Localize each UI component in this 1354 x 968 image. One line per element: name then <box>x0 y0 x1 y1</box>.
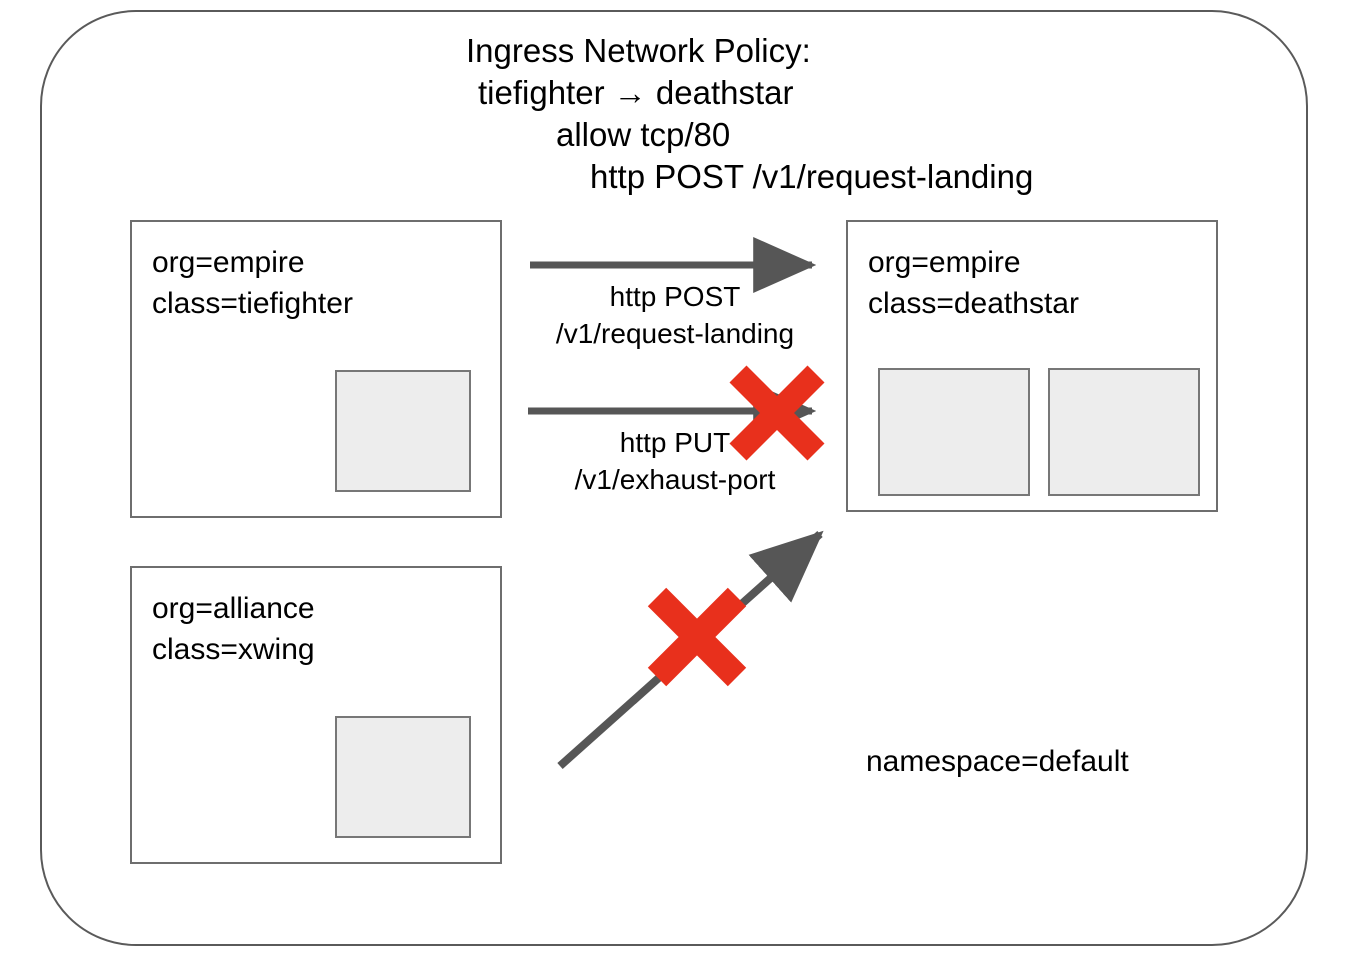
endpoint-label-org: org=empire <box>152 246 305 279</box>
policy-title: Ingress Network Policy: tiefighter → dea… <box>460 30 1160 198</box>
flow-label-put-path: /v1/exhaust-port <box>574 464 776 495</box>
namespace-boundary <box>40 10 1308 946</box>
flow-label-put: http PUT /v1/exhaust-port <box>495 424 855 498</box>
endpoint-labels-xwing: org=alliance class=xwing <box>152 588 315 670</box>
endpoint-box-tiefighter: org=empire class=tiefighter <box>130 220 502 518</box>
pod-placeholder <box>335 716 471 838</box>
pod-placeholder <box>335 370 471 492</box>
policy-title-line-4: http POST /v1/request-landing <box>590 158 1034 195</box>
endpoint-label-class: class=xwing <box>152 633 315 666</box>
pod-placeholder <box>878 368 1030 496</box>
endpoint-labels-tiefighter: org=empire class=tiefighter <box>152 242 353 324</box>
policy-title-line-1: Ingress Network Policy: <box>466 32 811 69</box>
flow-label-post-path: /v1/request-landing <box>555 318 795 349</box>
endpoint-label-org: org=empire <box>868 246 1021 279</box>
endpoint-label-class: class=deathstar <box>868 287 1079 320</box>
endpoint-box-deathstar: org=empire class=deathstar <box>846 220 1218 512</box>
policy-title-line-2: tiefighter → deathstar <box>478 74 794 111</box>
flow-label-put-method: http PUT <box>619 427 731 458</box>
endpoint-label-class: class=tiefighter <box>152 287 353 320</box>
flow-label-post-method: http POST <box>609 281 741 312</box>
endpoint-box-xwing: org=alliance class=xwing <box>130 566 502 864</box>
endpoint-label-org: org=alliance <box>152 592 315 625</box>
namespace-caption: namespace=default <box>866 745 1129 778</box>
policy-title-line-3: allow tcp/80 <box>556 116 731 153</box>
pod-placeholder <box>1048 368 1200 496</box>
flow-label-post: http POST /v1/request-landing <box>495 278 855 352</box>
endpoint-labels-deathstar: org=empire class=deathstar <box>868 242 1079 324</box>
